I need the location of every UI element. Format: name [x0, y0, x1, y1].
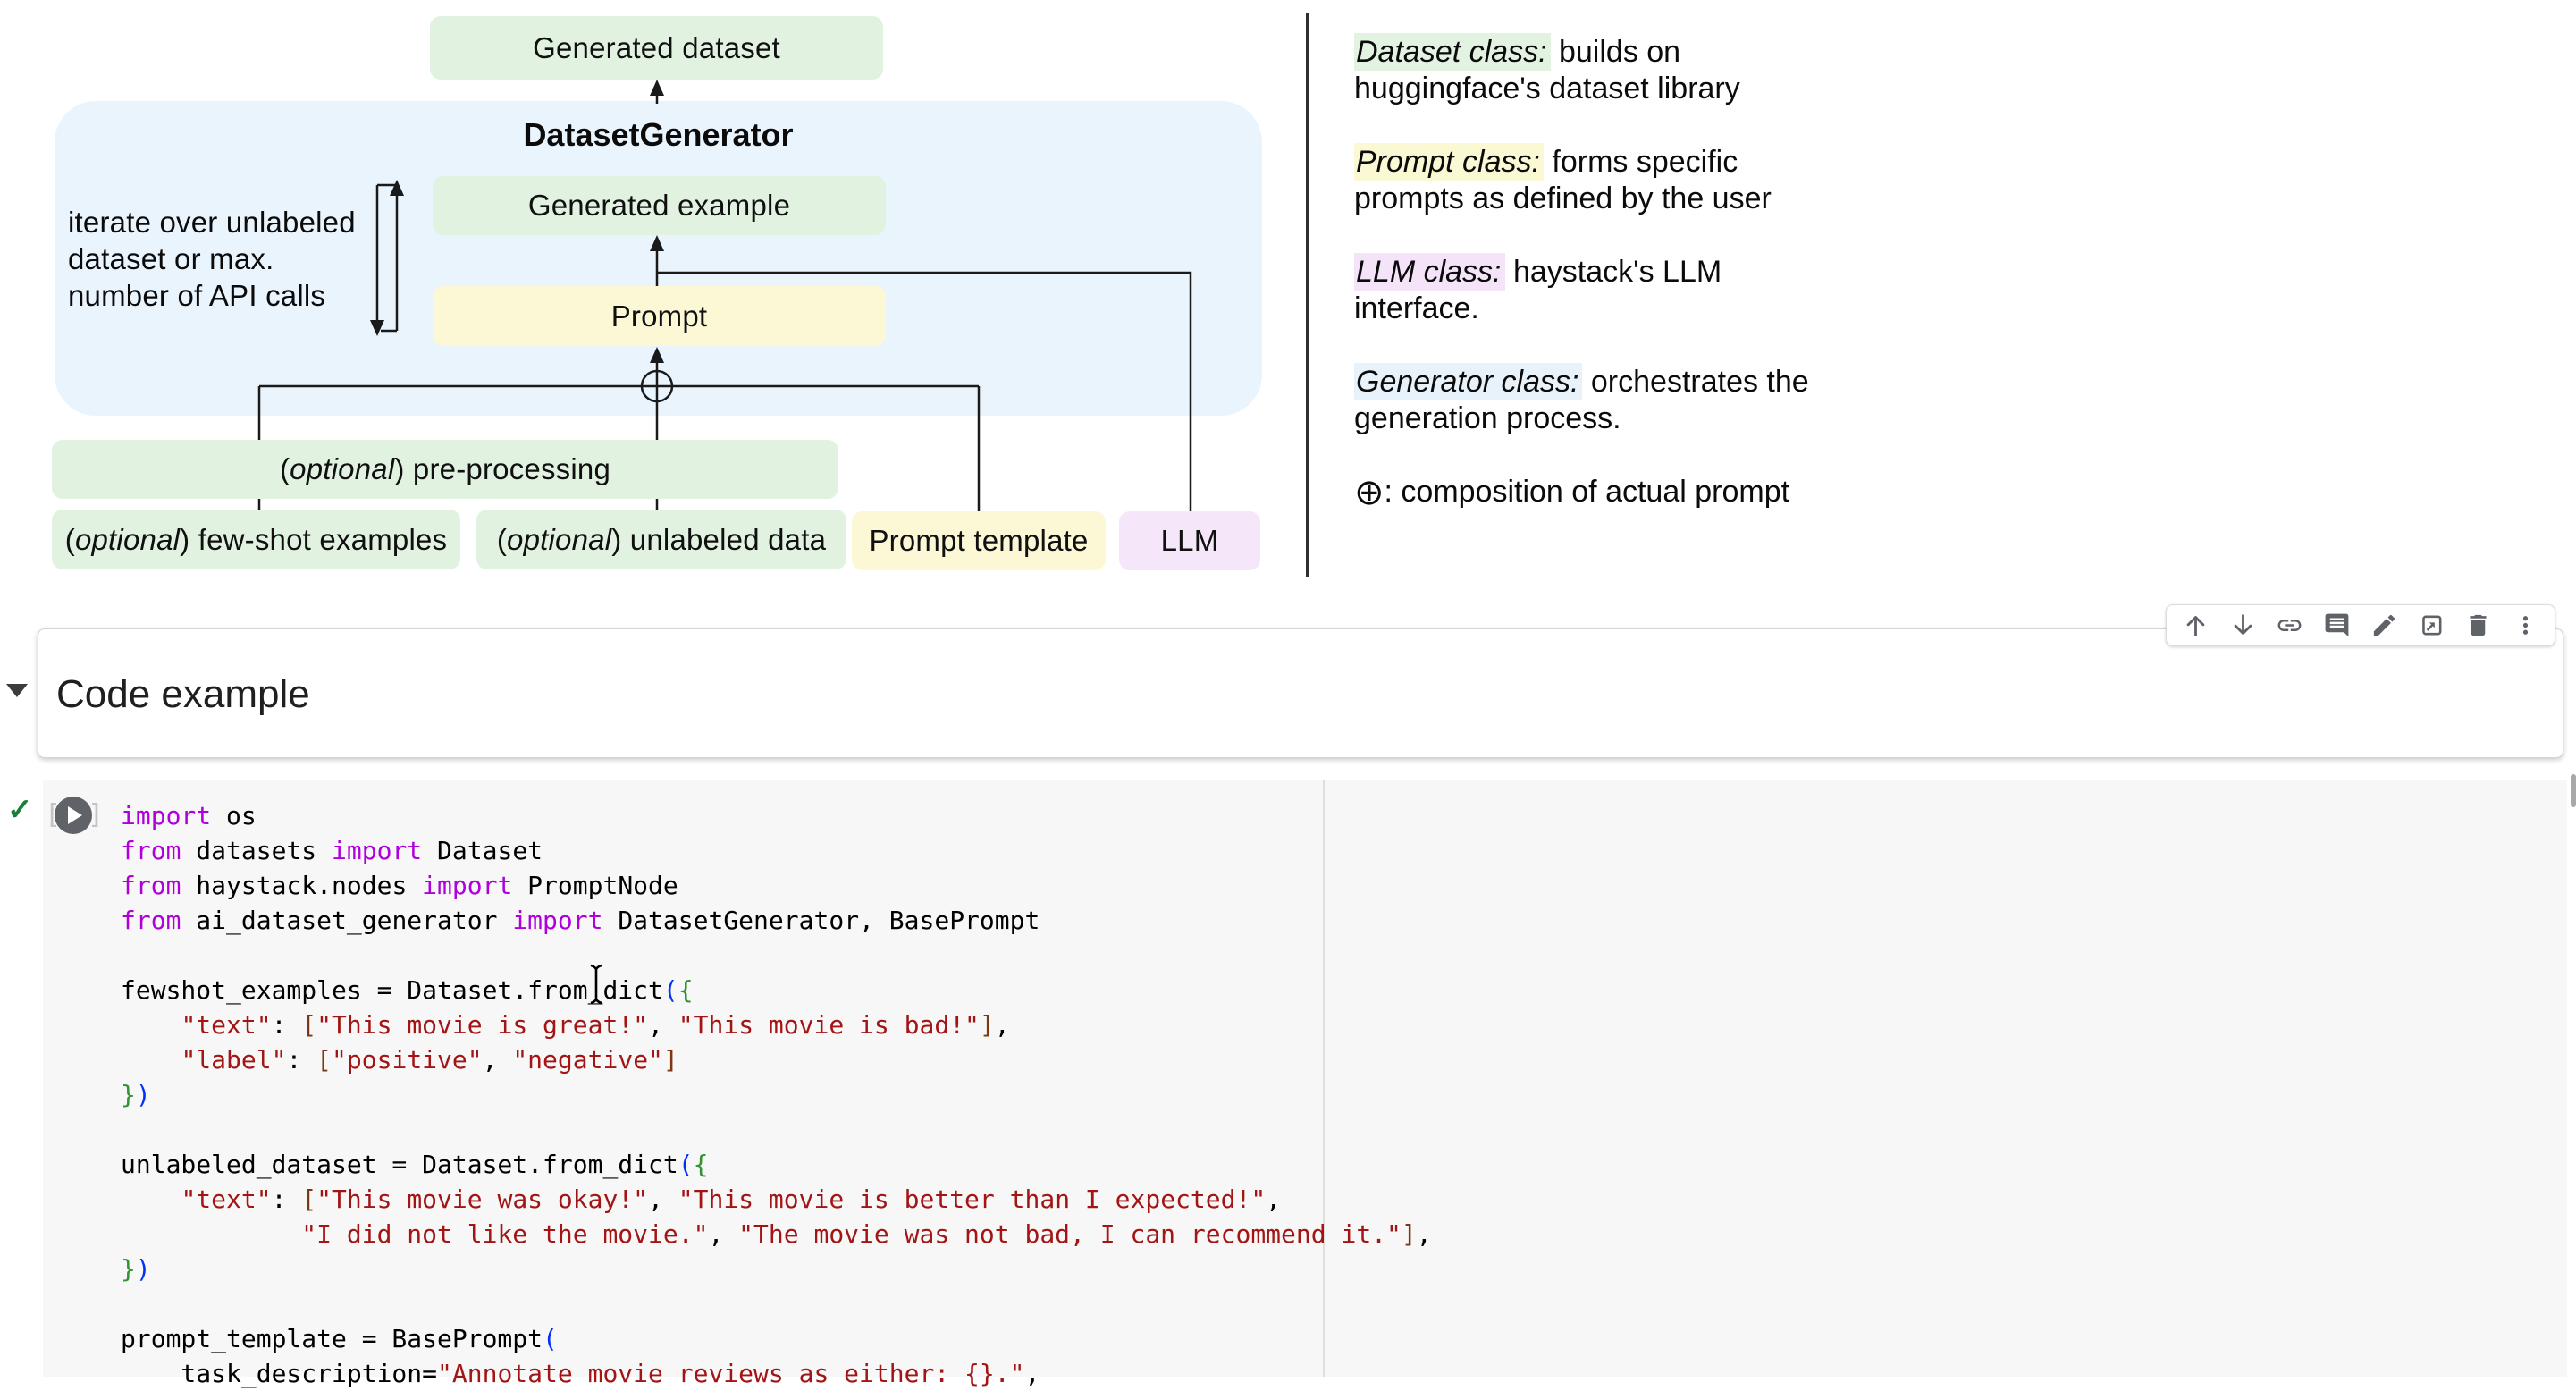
section-title: Code example — [56, 672, 310, 716]
code-line — [121, 938, 1432, 973]
code-line — [121, 1112, 1432, 1147]
note-paragraph: ⊕: composition of actual prompt — [1354, 472, 1790, 513]
code-line — [121, 1286, 1432, 1321]
code-line: "text": ["This movie was okay!", "This m… — [181, 1184, 1282, 1214]
comment-button[interactable] — [2318, 608, 2357, 644]
move-cell-down-button[interactable] — [2223, 608, 2262, 644]
comment-icon — [2325, 613, 2349, 637]
code-line: unlabeled_dataset = Dataset.from_dict({ — [121, 1150, 709, 1179]
mirror-cell-in-tab-button[interactable] — [2412, 608, 2451, 644]
code-editor[interactable]: import os from datasets import Dataset fro… — [121, 798, 1432, 1391]
more-cell-actions-icon — [2523, 616, 2529, 635]
diagram-title: DatasetGenerator — [523, 116, 794, 153]
node-dataset-generator-container — [55, 101, 1262, 416]
move-cell-down-icon — [2234, 614, 2252, 635]
composition-oplus-symbol — [640, 369, 674, 403]
code-line: from ai_dataset_generator import Dataset… — [121, 906, 1040, 935]
node-few-shot-examples: (optional) few-shot examples — [52, 510, 460, 569]
scrollbar-thumb[interactable] — [2571, 774, 2576, 807]
link-icon — [2277, 620, 2302, 631]
code-line: prompt_template = BasePrompt( — [121, 1324, 558, 1353]
node-prompt-template: Prompt template — [852, 511, 1106, 570]
node-generated-dataset: Generated dataset — [430, 16, 883, 80]
node-prompt: Prompt — [433, 286, 886, 346]
divider-line — [1306, 13, 1309, 577]
section-header-cell[interactable]: Code example — [38, 628, 2563, 758]
code-line: }) — [121, 1080, 151, 1109]
link-button[interactable] — [2270, 608, 2310, 644]
code-line: fewshot_examples = Dataset.from_dict({ — [121, 975, 694, 1005]
move-cell-up-icon — [2186, 616, 2205, 636]
code-line: from haystack.nodes import PromptNode — [121, 871, 678, 900]
code-line: "text": ["This movie is great!", "This m… — [181, 1010, 1010, 1040]
bracket-right: ] — [87, 799, 104, 830]
cell-toolbar — [2166, 604, 2555, 646]
move-cell-up-button[interactable] — [2176, 608, 2215, 644]
code-line: "I did not like the movie.", "The movie … — [301, 1219, 1432, 1249]
delete-cell-icon — [2470, 614, 2487, 636]
node-unlabeled-data: (optional) unlabeled data — [476, 510, 846, 569]
mirror-cell-in-tab-icon — [2421, 615, 2442, 636]
node-llm: LLM — [1119, 511, 1260, 570]
node-generated-example: Generated example — [433, 176, 886, 235]
code-line: "label": ["positive", "negative"] — [181, 1045, 678, 1075]
more-cell-actions-button[interactable] — [2506, 608, 2546, 644]
code-cell[interactable]: import os from datasets import Dataset fro… — [43, 780, 2567, 1388]
code-line: import os — [121, 801, 257, 830]
section-collapse-icon[interactable] — [6, 684, 28, 697]
diagram-connectors — [257, 80, 1192, 511]
edit-icon — [2373, 614, 2395, 636]
code-line: task_description="Annotate movie reviews… — [121, 1359, 1040, 1388]
column-ruler — [1323, 780, 1325, 1377]
play-icon — [68, 806, 82, 824]
code-line: }) — [121, 1254, 151, 1284]
text-cursor-pointer — [590, 964, 602, 1005]
run-cell-button[interactable] — [55, 797, 92, 834]
delete-cell-button[interactable] — [2459, 608, 2498, 644]
execution-success-icon: ✓ — [7, 793, 33, 827]
code-line: from datasets import Dataset — [121, 836, 543, 865]
node-pre-processing: (optional) pre-processing — [52, 440, 838, 499]
edit-button[interactable] — [2364, 608, 2403, 644]
